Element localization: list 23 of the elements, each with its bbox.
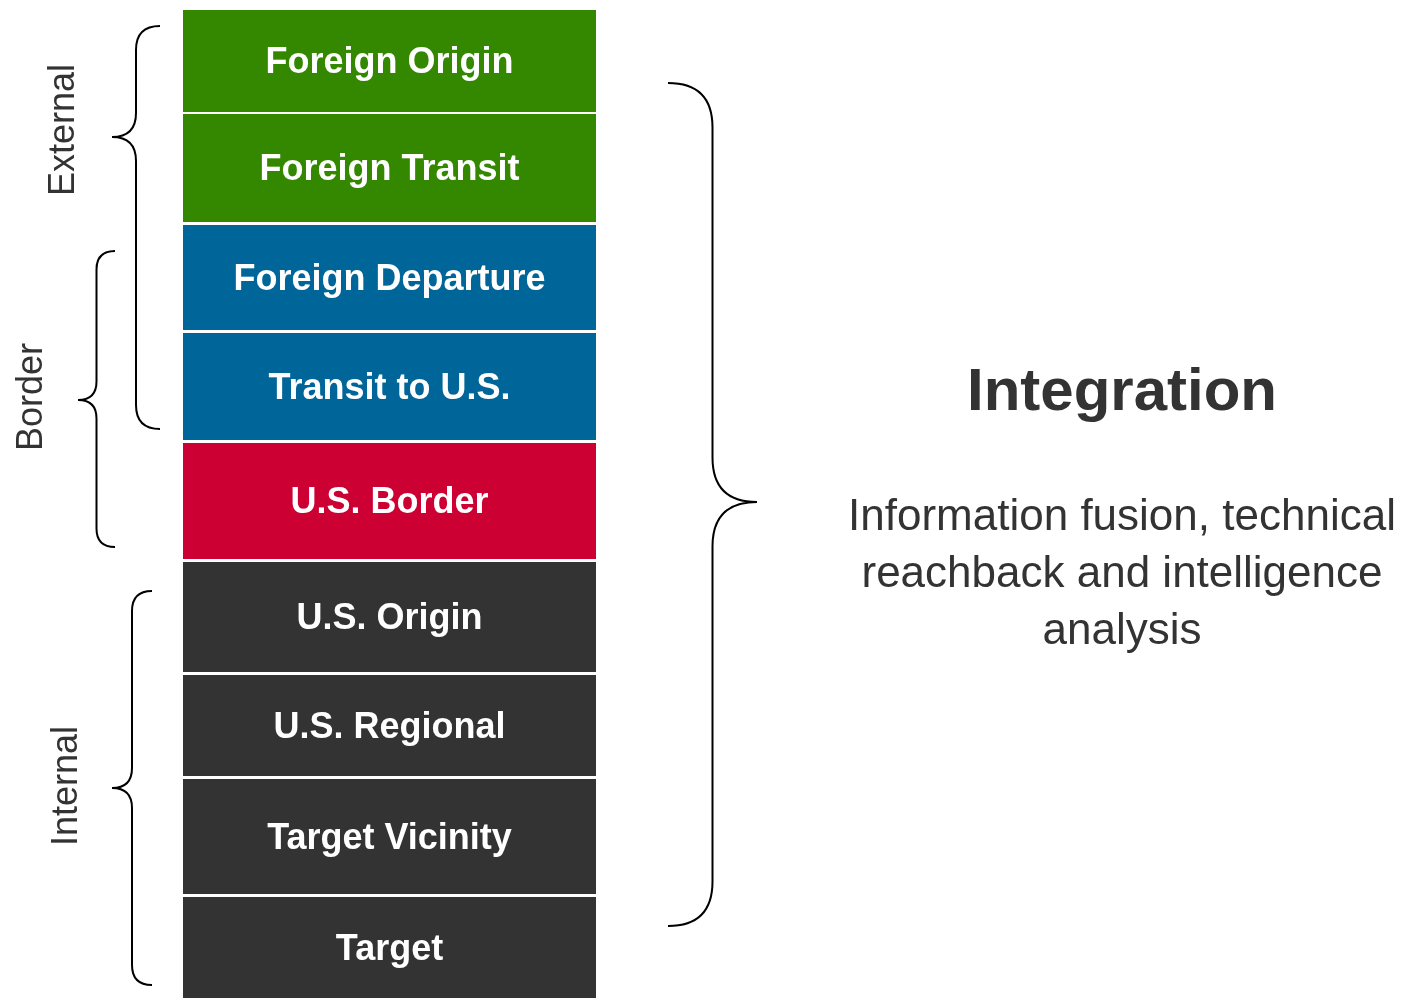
stage-label: Foreign Transit: [259, 147, 520, 189]
stage-label: Target: [335, 926, 444, 969]
stage-label: Target Vicinity: [267, 815, 512, 858]
stage-box: [183, 225, 596, 330]
stage-label: U.S. Regional: [273, 704, 506, 747]
group-label: External: [41, 63, 83, 197]
heading: Integration: [966, 355, 1278, 424]
stage-box: [183, 333, 596, 440]
stage-box: [183, 114, 596, 222]
stage-box: [183, 562, 596, 672]
stage-label: Foreign Origin: [265, 40, 514, 82]
stage-box: [183, 443, 596, 559]
group-label: Internal: [44, 725, 86, 847]
stage-label: Foreign Departure: [233, 256, 546, 299]
group-label: Border: [9, 342, 51, 452]
stage-box: [183, 779, 596, 894]
stage-box: [183, 10, 596, 112]
stage-label: U.S. Border: [290, 480, 489, 522]
stage-box: [183, 897, 596, 998]
description-text: Information fusion, technical reachback and intelligence analysis: [847, 489, 1397, 655]
stage-box: [183, 675, 596, 776]
stage-label: Transit to U.S.: [268, 365, 511, 408]
stage-label: U.S. Origin: [296, 596, 483, 638]
